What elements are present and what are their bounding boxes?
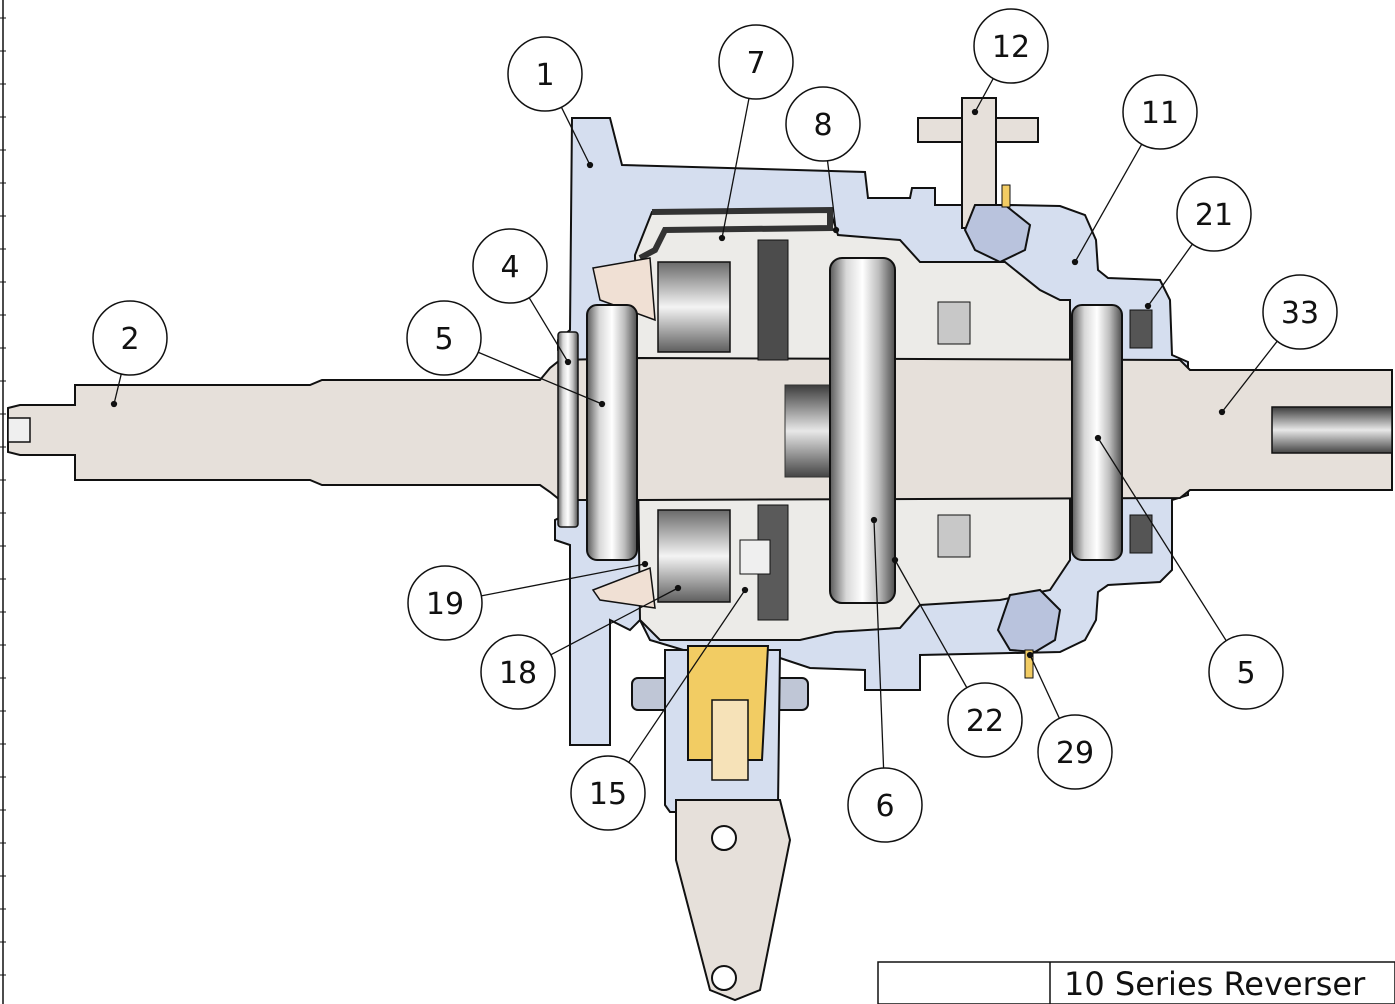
balloon-label-b21: 21 xyxy=(1195,198,1233,233)
balloon-circle-b5a xyxy=(406,300,482,376)
balloon-circle-b12 xyxy=(973,8,1049,84)
balloon-label-b6: 6 xyxy=(875,789,894,824)
leader-line-b8 xyxy=(826,160,837,231)
balloon-label-b1: 1 xyxy=(535,58,554,93)
drawing-border-ruler xyxy=(0,0,6,1004)
balloon-label-b15: 15 xyxy=(589,777,627,812)
leader-line-b1 xyxy=(560,106,591,166)
balloon-label-b7: 7 xyxy=(746,46,765,81)
leader-dot-b5b xyxy=(1094,434,1102,442)
leader-dot-b8 xyxy=(832,226,840,234)
balloon-label-b19: 19 xyxy=(426,587,464,622)
balloon-label-b5a: 5 xyxy=(434,322,453,357)
leader-dot-b18 xyxy=(674,584,682,592)
balloon-circle-b15 xyxy=(570,755,646,831)
balloon-label-b12: 12 xyxy=(992,30,1030,65)
balloon-label-b2: 2 xyxy=(120,322,139,357)
balloon-circle-b2 xyxy=(92,300,168,376)
balloon-label-b11: 11 xyxy=(1141,96,1179,131)
leader-line-b2 xyxy=(113,373,122,405)
balloon-circle-b7 xyxy=(718,24,794,100)
leader-dot-b21 xyxy=(1144,302,1152,310)
leader-line-b21 xyxy=(1147,243,1193,307)
input-shaft-part-2 xyxy=(7,356,1393,501)
gear-train xyxy=(591,239,971,621)
balloon-circle-b29 xyxy=(1037,714,1113,790)
leader-dot-b19 xyxy=(641,560,649,568)
drawing-title: 10 Series Reverser xyxy=(1064,965,1366,1003)
bearings xyxy=(557,257,1153,604)
balloon-label-b33: 33 xyxy=(1281,296,1319,331)
balloon-label-b8: 8 xyxy=(813,108,832,143)
leader-dot-b33 xyxy=(1218,408,1226,416)
leader-dot-b11 xyxy=(1071,258,1079,266)
balloon-circle-b22 xyxy=(947,682,1023,758)
balloon-circle-b6 xyxy=(847,767,923,843)
leader-dot-b15 xyxy=(741,586,749,594)
balloon-circle-b1 xyxy=(507,36,583,112)
leader-line-b5b xyxy=(1097,437,1227,642)
leader-dot-b5a xyxy=(598,400,606,408)
balloon-circle-b21 xyxy=(1176,176,1252,252)
balloon-circle-b33 xyxy=(1262,274,1338,350)
leader-dot-b22 xyxy=(891,556,899,564)
leader-line-b6 xyxy=(873,519,885,769)
balloon-circle-b11 xyxy=(1122,74,1198,150)
leader-dot-b12 xyxy=(971,108,979,116)
balloon-leader-lines xyxy=(110,78,1278,769)
balloon-label-b4: 4 xyxy=(500,250,519,285)
leader-dot-b7 xyxy=(718,234,726,242)
leader-line-b29 xyxy=(1029,654,1061,719)
leader-line-b11 xyxy=(1074,143,1143,263)
balloon-label-b5b: 5 xyxy=(1236,656,1255,691)
shift-valve-assembly xyxy=(631,645,809,1002)
leader-dot-b1 xyxy=(586,161,594,169)
leader-dot-b6 xyxy=(870,516,878,524)
part-balloons: 1 7 12 8 11 21 33 4 2 5 19 18 15 6 22 29 5 xyxy=(92,8,1338,843)
leader-line-b19 xyxy=(481,563,646,597)
leader-line-b12 xyxy=(974,78,994,113)
leader-line-b33 xyxy=(1221,340,1278,413)
leader-line-b18 xyxy=(550,587,679,656)
leader-line-b5a xyxy=(477,351,603,405)
balloon-circle-b19 xyxy=(407,565,483,641)
balloon-circle-b8 xyxy=(785,86,861,162)
title-block: 10 Series Reverser xyxy=(877,961,1395,1004)
leader-dot-b4 xyxy=(564,358,572,366)
balloon-label-b29: 29 xyxy=(1056,736,1094,771)
leader-dot-b2 xyxy=(110,400,118,408)
leader-dot-b29 xyxy=(1026,651,1034,659)
balloon-circle-b4 xyxy=(472,228,548,304)
balloon-circle-b5b xyxy=(1208,634,1284,710)
leader-line-b22 xyxy=(894,559,968,689)
shift-rod-part-12 xyxy=(917,97,1062,679)
balloon-label-b22: 22 xyxy=(966,704,1004,739)
balloon-circle-b18 xyxy=(480,634,556,710)
leader-line-b15 xyxy=(628,589,746,763)
balloon-label-b18: 18 xyxy=(499,656,537,691)
leader-line-b7 xyxy=(721,98,750,239)
leader-line-b4 xyxy=(528,297,569,363)
